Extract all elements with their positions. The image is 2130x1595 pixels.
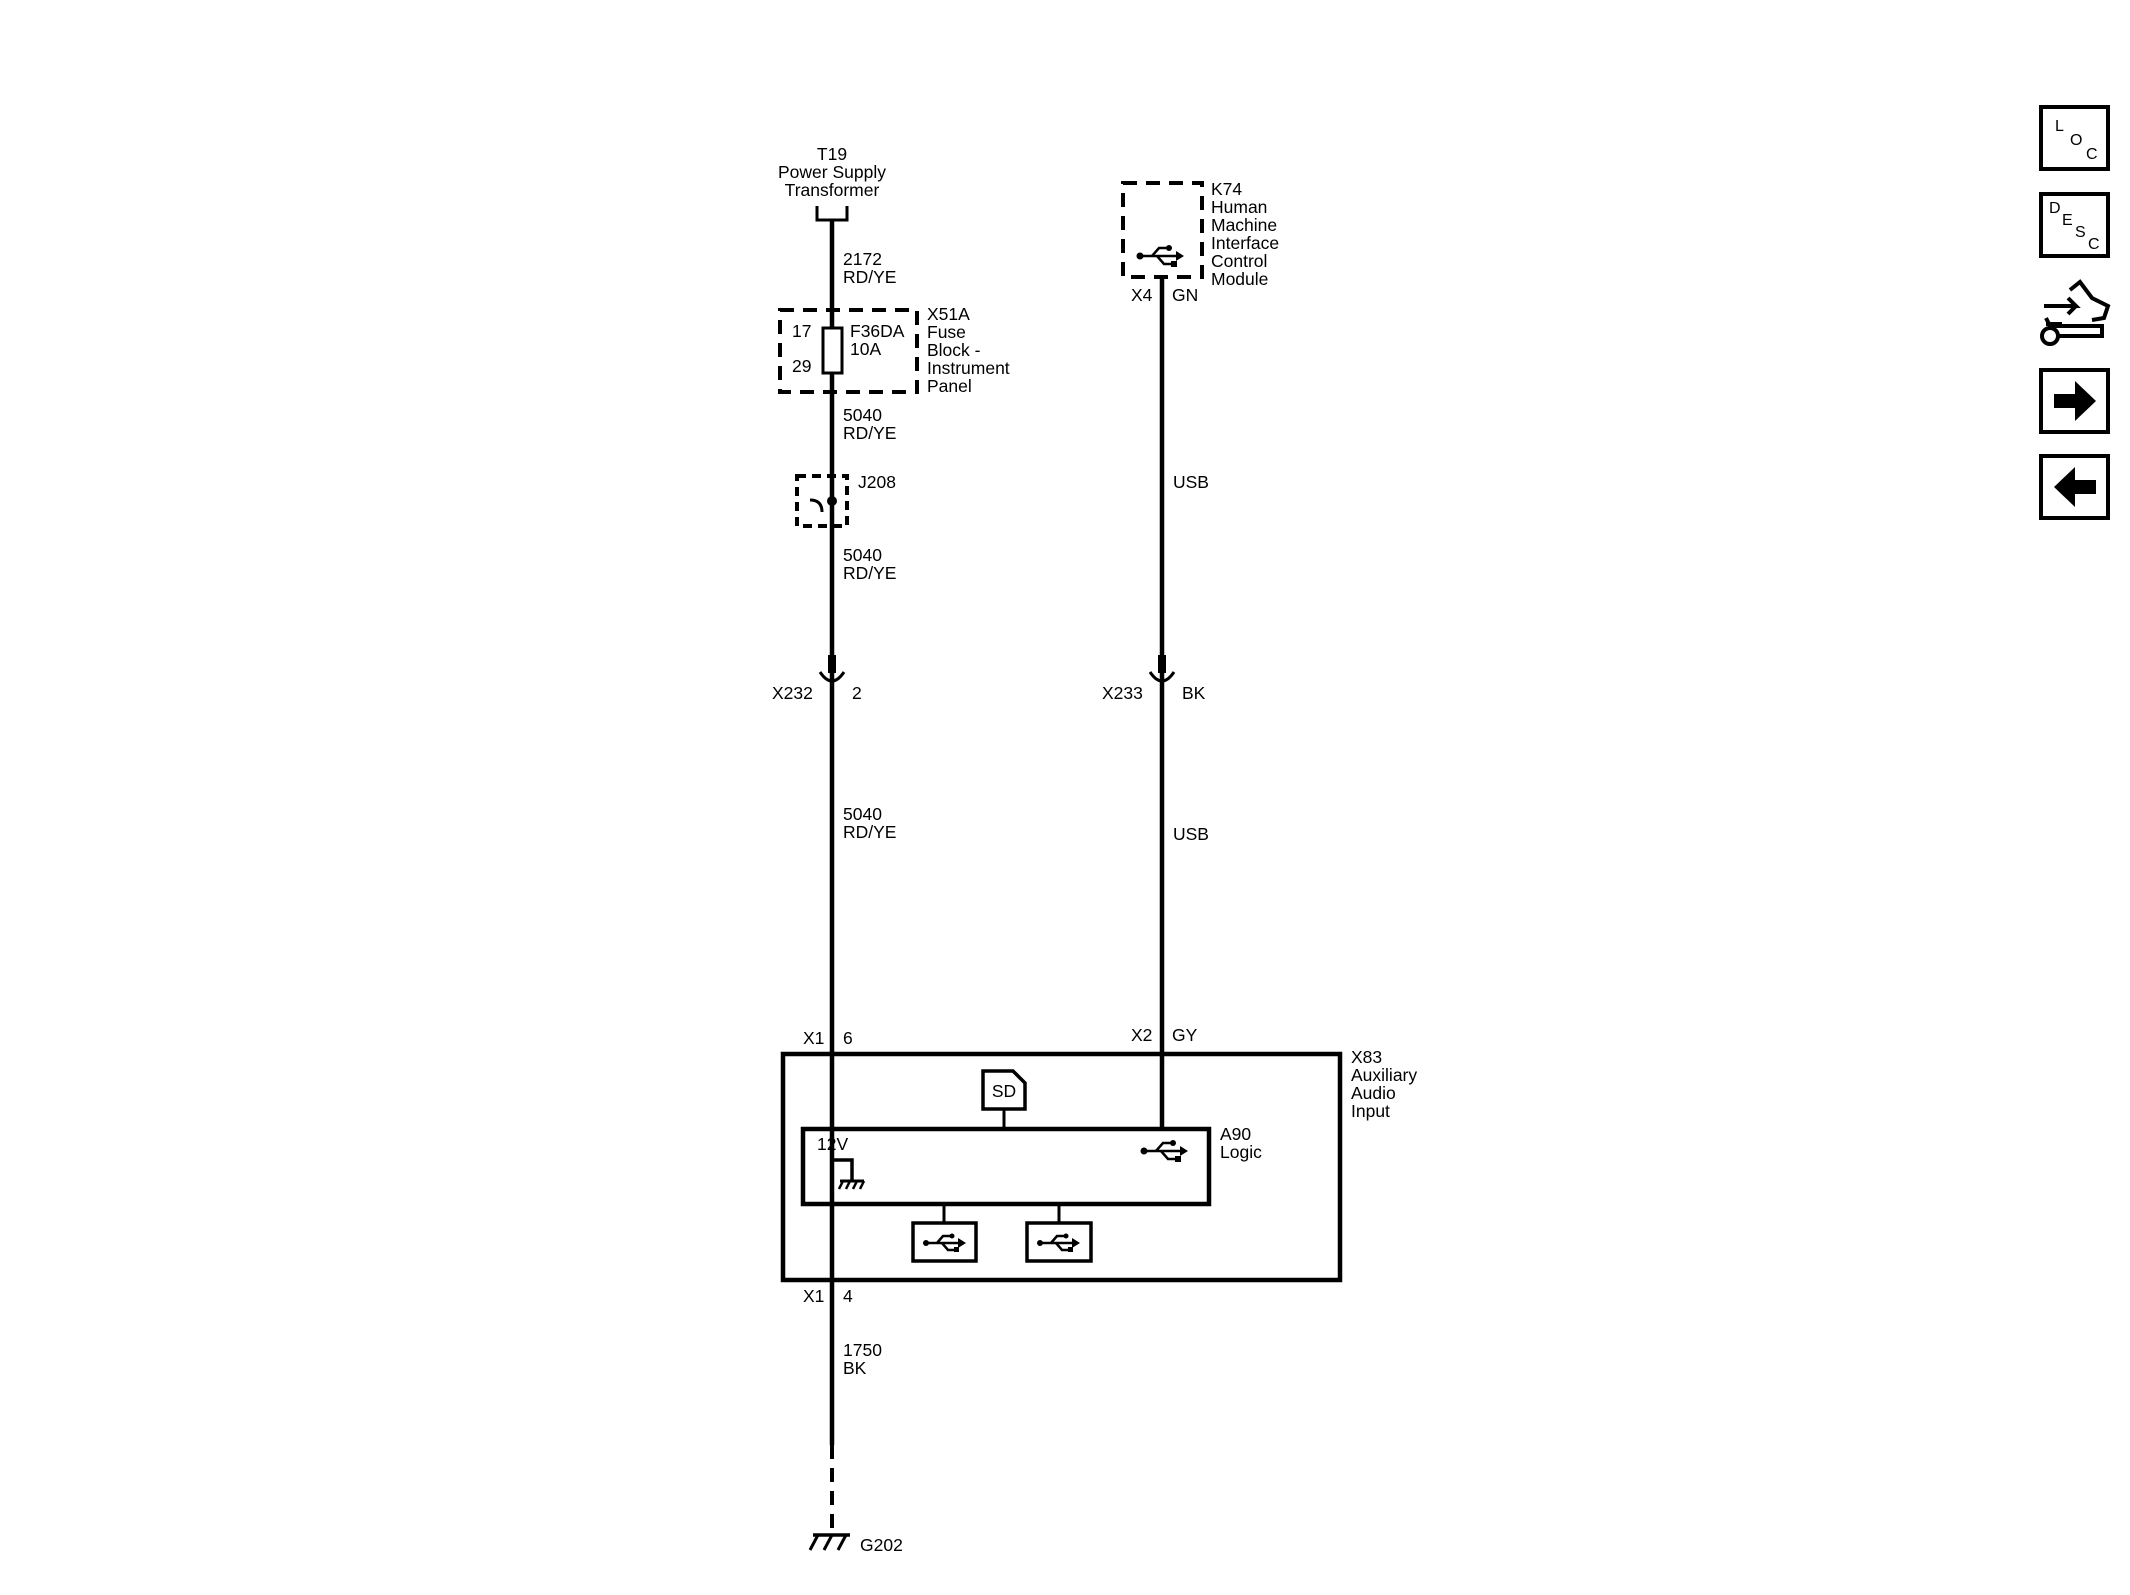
fuse-symbol — [821, 326, 844, 375]
usb-port-1-icon — [923, 1233, 966, 1252]
k74-label-5: Module — [1211, 269, 1268, 289]
usb-port-2-icon — [1037, 1233, 1080, 1252]
connector-pin — [1158, 655, 1166, 673]
a90-voltage: 12V — [817, 1134, 848, 1154]
x51a-label-4: Panel — [927, 376, 972, 396]
x51a-fuse-block: 17 29 F36DA 10A X51A Fuse Block - Instru… — [778, 304, 1010, 396]
loc-letter-o: O — [2070, 132, 2082, 149]
x83-x2: X2 — [1131, 1025, 1152, 1045]
ground-hatch — [808, 1534, 820, 1551]
j208-splice: J208 — [795, 472, 896, 528]
loc-letter-c: C — [2086, 146, 2098, 163]
k74-label-1: Human — [1211, 197, 1267, 217]
k74-connector: X4 — [1131, 285, 1153, 305]
k74-label-3: Interface — [1211, 233, 1279, 253]
circuit-2172-color: RD/YE — [843, 267, 896, 287]
k74-wire-color: GN — [1172, 285, 1198, 305]
circuit-5040c-color: RD/YE — [843, 822, 896, 842]
x233-pin: BK — [1182, 683, 1206, 703]
desc-letter-d: D — [2049, 200, 2061, 217]
previous-page-button[interactable] — [2039, 454, 2110, 520]
fuse-rating: 10A — [850, 339, 881, 359]
sd-card-icon: SD — [981, 1069, 1027, 1129]
circuit-2172-number: 2172 — [843, 249, 882, 269]
transformer-terminal-symbol — [815, 206, 849, 222]
x83-label-2: Audio — [1351, 1083, 1396, 1103]
arrow-left-icon — [2054, 467, 2096, 507]
t19-transformer: T19 Power Supply Transformer — [778, 144, 886, 222]
t19-label-2: Transformer — [785, 180, 880, 200]
fuse-id: F36DA — [850, 321, 905, 341]
a90-name: Logic — [1220, 1142, 1262, 1162]
x83-pin-top: 6 — [843, 1028, 853, 1048]
x51a-label-1: Fuse — [927, 322, 966, 342]
next-page-button[interactable] — [2039, 368, 2110, 434]
ground-hatch — [822, 1534, 834, 1551]
x83-label-3: Input — [1351, 1101, 1390, 1121]
k74-label-4: Control — [1211, 251, 1267, 271]
connector-wrench-button[interactable] — [2040, 279, 2111, 346]
a90-usb-icon — [1140, 1140, 1188, 1162]
x51a-label-3: Instrument — [927, 358, 1010, 378]
usb-label-1: USB — [1173, 472, 1209, 492]
fuse-pin-in: 17 — [792, 321, 811, 341]
connector-pin — [828, 655, 836, 673]
g202-ground: G202 — [808, 1533, 903, 1555]
t19-label-1: Power Supply — [778, 162, 886, 182]
g202-ref: G202 — [860, 1535, 903, 1555]
x83-label-1: Auxiliary — [1351, 1065, 1417, 1085]
internal-ground-icon — [832, 1158, 866, 1190]
x83-x2-color: GY — [1172, 1025, 1198, 1045]
x83-x1-top: X1 — [803, 1028, 824, 1048]
circuit-5040c-number: 5040 — [843, 804, 882, 824]
a90-ref: A90 — [1220, 1124, 1251, 1144]
x233-ref: X233 — [1102, 683, 1143, 703]
x83-x1-bottom: X1 — [803, 1286, 824, 1306]
circuit-1750-number: 1750 — [843, 1340, 882, 1360]
loc-button[interactable]: L O C — [2039, 105, 2110, 171]
fuse-pin-out: 29 — [792, 356, 811, 376]
x83-pin-bottom: 4 — [843, 1286, 853, 1306]
circuit-1750-color: BK — [843, 1358, 867, 1378]
a90-logic-box — [800, 1126, 1212, 1207]
sd-label: SD — [992, 1081, 1016, 1101]
ground-hatch — [836, 1534, 848, 1551]
fuse-block-outline — [778, 308, 919, 394]
x83-auxiliary-input: X1 6 X2 GY X83 Auxiliary Audio Input X1 … — [780, 1025, 1417, 1306]
x83-ref: X83 — [1351, 1047, 1382, 1067]
circuit-5040b-number: 5040 — [843, 545, 882, 565]
splice-outline — [795, 474, 849, 528]
circuit-5040b-color: RD/YE — [843, 563, 896, 583]
splice-dot — [827, 496, 837, 506]
desc-letter-e: E — [2062, 212, 2073, 229]
loc-letter-l: L — [2055, 118, 2064, 135]
desc-letter-c: C — [2088, 236, 2100, 253]
k74-label-2: Machine — [1211, 215, 1277, 235]
desc-button[interactable]: D E S C — [2039, 192, 2110, 258]
x233-connector: X233 BK — [1102, 655, 1206, 703]
k74-module: K74 Human Machine Interface Control Modu… — [1121, 179, 1279, 305]
desc-letter-s: S — [2075, 224, 2086, 241]
x51a-ref: X51A — [927, 304, 970, 324]
connector-socket — [1148, 671, 1176, 683]
splice-branch — [809, 498, 824, 513]
circuit-5040a-color: RD/YE — [843, 423, 896, 443]
x83-outline — [780, 1051, 1343, 1283]
usb-label-2: USB — [1173, 824, 1209, 844]
x232-connector: X232 2 — [772, 655, 862, 703]
x51a-label-2: Block - — [927, 340, 981, 360]
x232-pin: 2 — [852, 683, 862, 703]
x232-ref: X232 — [772, 683, 813, 703]
j208-ref: J208 — [858, 472, 896, 492]
arrow-right-icon — [2054, 381, 2096, 421]
connector-wrench-icon — [2040, 279, 2111, 346]
k74-ref: K74 — [1211, 179, 1242, 199]
usb-icon — [1136, 245, 1184, 267]
circuit-5040a-number: 5040 — [843, 405, 882, 425]
t19-ref: T19 — [817, 144, 847, 164]
connector-socket — [818, 671, 846, 683]
